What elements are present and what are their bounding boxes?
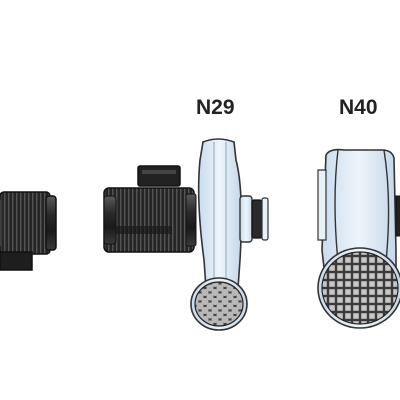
model-label-n29: N29 [196,96,235,119]
blower-n40 [317,148,400,329]
blower-n29 [103,138,269,331]
model-label-n40: N40 [339,96,378,119]
motor-left [0,191,57,271]
